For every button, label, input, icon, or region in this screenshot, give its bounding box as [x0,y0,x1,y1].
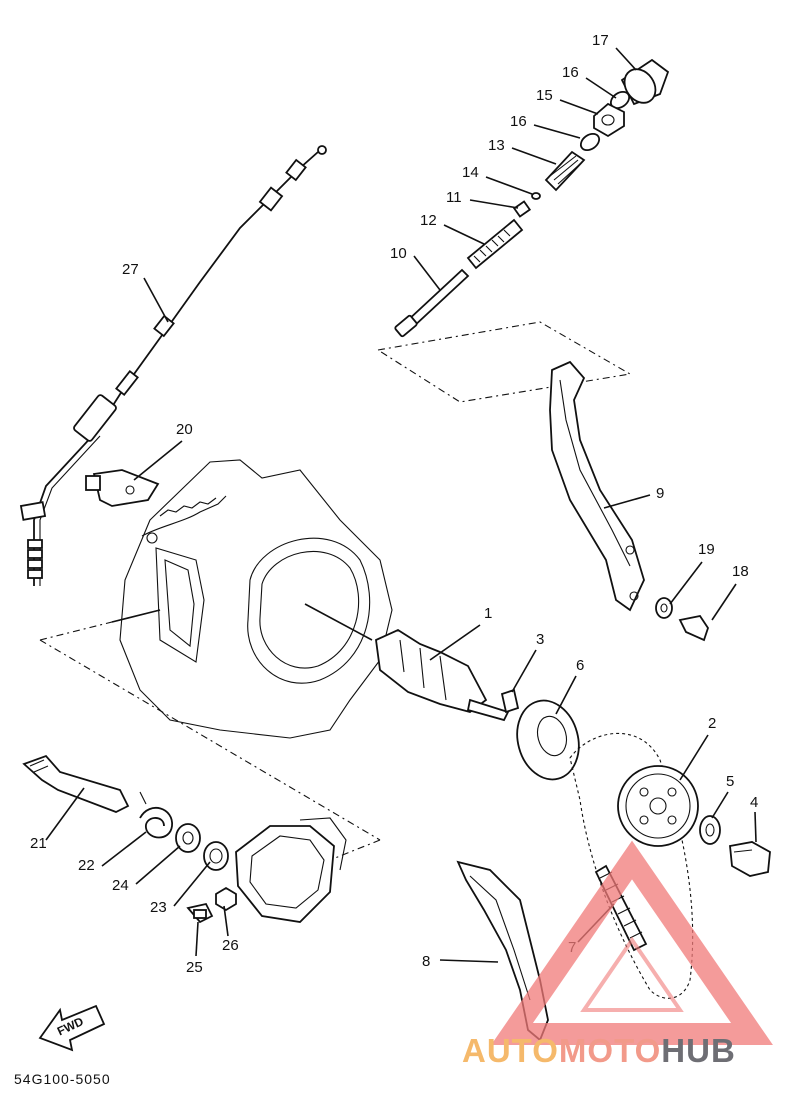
callout-label-1: 1 [484,605,492,622]
callout-label-26: 26 [222,937,239,954]
callout-label-19: 19 [698,541,715,558]
part-6-decompressor-weight [516,699,580,781]
callout-label-9: 9 [656,485,664,502]
callout-leader-27 [143,277,169,323]
callout-label-2: 2 [708,715,716,732]
callout-leader-18 [711,583,737,621]
callout-leader-11 [469,199,519,209]
callout-label-20: 20 [176,421,193,438]
callout-label-6: 6 [576,657,584,674]
callout-leader-15 [559,99,599,115]
callout-leader-26 [223,905,229,937]
watermark-triangle-inner [580,936,684,1012]
callout-label-24: 24 [112,877,129,894]
part-10-push-rod [394,268,470,338]
callout-leader-22 [101,831,147,867]
callout-leader-4 [754,811,757,843]
callout-leader-16a [585,77,617,99]
callout-label-8: 8 [422,953,430,970]
cylinder-head-outline [111,459,393,739]
watermark-triangle [491,840,773,1045]
callout-label-14: 14 [462,164,479,181]
watermark-hub: HUB [661,1032,736,1069]
part-4-bolt [729,841,771,877]
callout-label-25: 25 [186,959,203,976]
part-3-dowel-pin [500,688,520,714]
callout-leader-21 [45,787,85,841]
part-21-lever-shaft [22,754,130,813]
watermark-text: AUTOMOTOHUB [462,1032,736,1069]
callout-leader-25 [195,921,199,957]
callout-label-23: 23 [150,899,167,916]
callout-leader-5 [711,791,729,819]
callout-leader-6 [555,675,577,715]
callout-label-15: 15 [536,87,553,104]
part-20-bracket [85,469,160,507]
callout-label-16a: 16 [562,64,579,81]
callout-leader-19 [669,561,703,605]
callout-leader-23 [173,861,211,907]
callout-leader-3 [511,649,537,693]
fwd-arrow: FWD [38,1004,106,1052]
part-11-seat [512,200,532,218]
callout-label-17: 17 [592,32,609,49]
callout-label-11: 11 [446,189,462,206]
catalog-code: 54G100-5050 [14,1071,111,1087]
watermark-auto: AUTO [462,1032,559,1069]
callout-leader-1 [429,624,481,661]
part-22-spring [139,791,173,839]
callout-leader-20 [133,440,183,481]
part-14-pin [531,192,541,200]
callout-label-18: 18 [732,563,749,580]
callout-label-16b: 16 [510,113,527,130]
callout-label-21: 21 [30,835,47,852]
callout-leader-14 [485,176,533,195]
part-18-bolt [678,614,709,642]
part-5-washer [699,815,721,845]
callout-label-10: 10 [390,245,407,262]
callout-leader-2 [679,734,709,781]
part-17-cap [620,58,670,106]
callout-label-13: 13 [488,137,505,154]
part-2-cam-sprocket [617,765,699,847]
cam-chain-path [569,732,694,999]
callout-leader-17 [615,47,637,71]
callout-label-5: 5 [726,773,734,790]
callout-label-27: 27 [122,261,139,278]
callout-leader-10 [413,255,441,291]
part-16-o-ring-lower [579,132,601,152]
watermark-moto: MOTO [559,1032,661,1069]
part-1-camshaft [375,628,510,722]
callout-leader-9 [603,494,651,509]
part-25-bolt [186,902,214,924]
callout-label-22: 22 [78,857,95,874]
callout-label-4: 4 [750,794,758,811]
part-24-washer [175,823,201,853]
callout-leader-8 [439,959,499,963]
callout-leader-13 [511,147,557,165]
part-27-decompression-cable [19,145,327,586]
decompression-cover [235,817,347,923]
part-12-spring [466,218,524,270]
part-15-nut [593,102,625,138]
part-19-washer [655,597,673,619]
callout-leader-24 [135,845,181,885]
part-13-spring-housing [544,150,586,192]
callout-label-3: 3 [536,631,544,648]
part-9-tensioner-guide [549,360,645,612]
watermark-logo: AUTOMOTOHUB [462,840,773,1069]
callout-leader-16b [533,124,581,139]
callout-label-12: 12 [420,212,437,229]
callout-leader-12 [443,224,485,245]
part-26-nut [215,886,237,912]
